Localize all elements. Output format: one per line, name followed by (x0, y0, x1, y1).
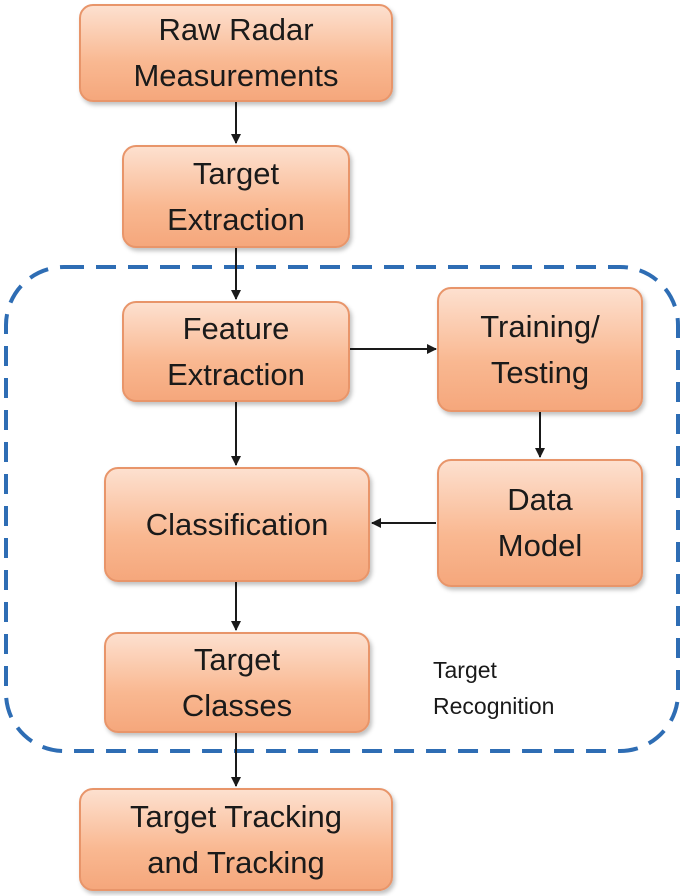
node-target-tracking-label: Target Tracking and Tracking (130, 798, 342, 880)
target-recognition-region (4, 265, 680, 753)
node-classification: Classification (104, 467, 370, 582)
node-classification-label: Classification (145, 506, 329, 542)
node-training-testing-label: Training/ Testing (480, 308, 600, 390)
node-feature-extraction-label: Feature Extraction (167, 310, 305, 392)
node-data-model: Data Model (437, 459, 643, 587)
node-target-extraction: Target Extraction (122, 145, 350, 248)
node-raw-radar-label: Raw Radar Measurements (133, 12, 339, 93)
node-training-testing: Training/ Testing (437, 287, 643, 412)
node-target-classes-label: Target Classes (181, 641, 293, 723)
node-data-model-label: Data Model (497, 482, 583, 563)
node-target-tracking: Target Tracking and Tracking (79, 788, 393, 891)
node-target-classes: Target Classes (104, 632, 370, 733)
target-recognition-label: Target Recognition (433, 657, 555, 719)
node-raw-radar-measurements: Raw Radar Measurements (79, 4, 393, 102)
node-feature-extraction: Feature Extraction (122, 301, 350, 402)
node-target-extraction-label: Target Extraction (167, 155, 305, 237)
